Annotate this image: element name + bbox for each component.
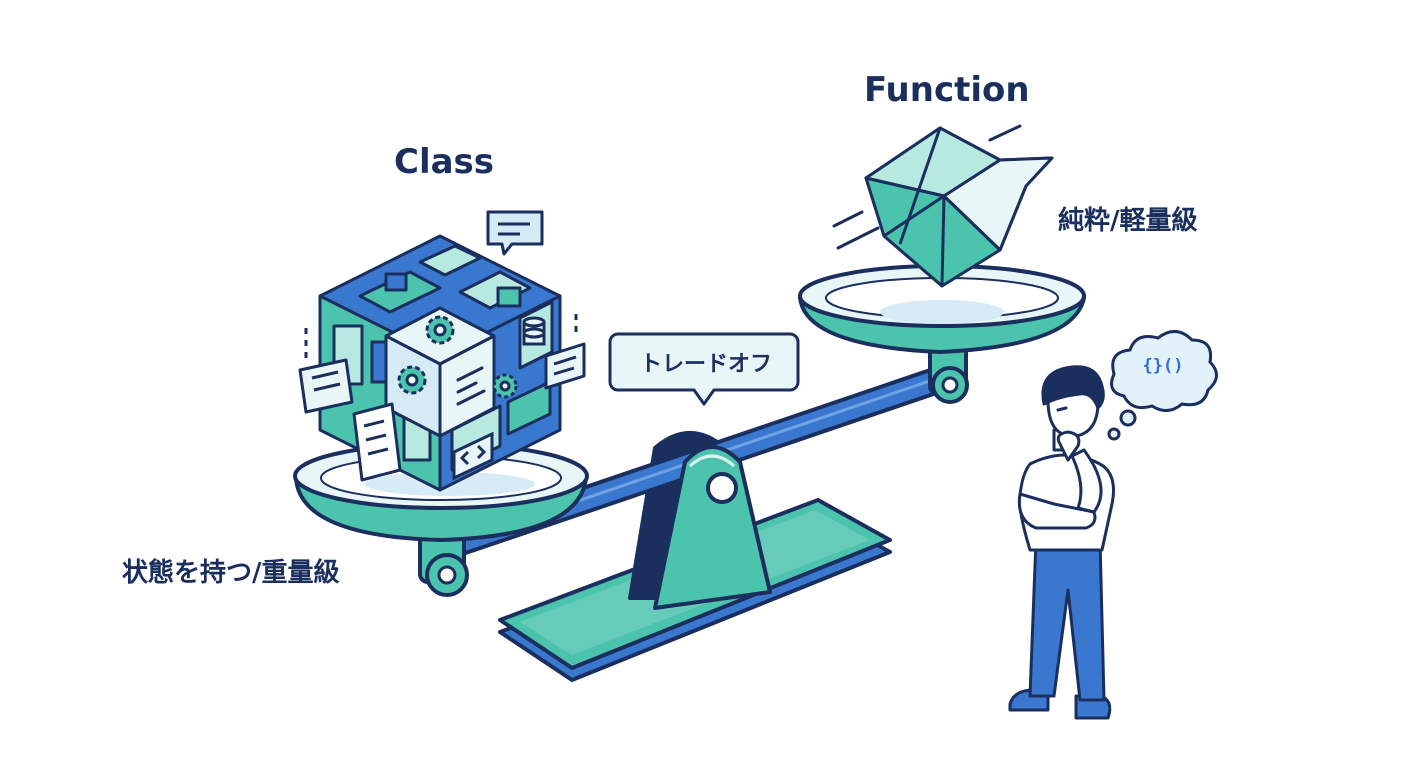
class-title: Class (394, 142, 495, 182)
function-polyhedron (864, 126, 1054, 288)
dashed-accents (304, 314, 578, 362)
thinking-person (1008, 365, 1115, 720)
function-title: Function (864, 70, 1030, 110)
right-pan (798, 264, 1086, 354)
gear-icon (397, 315, 518, 399)
code-lines (456, 366, 486, 406)
thought-symbols: {}() (1142, 356, 1184, 376)
tradeoff-bubble (608, 332, 800, 406)
light-caption: 純粋/軽量級 (1058, 206, 1198, 236)
motion-lines (832, 124, 1022, 250)
database-icon (522, 316, 546, 346)
document-icon (298, 342, 586, 482)
chat-bubble-icon (486, 210, 544, 256)
fulcrum (653, 445, 772, 610)
code-brackets-icon (452, 431, 494, 481)
tradeoff-label: トレードオフ (639, 352, 772, 377)
heavy-caption: 状態を持つ/重量級 (122, 558, 340, 588)
thought-cloud (1107, 330, 1218, 441)
